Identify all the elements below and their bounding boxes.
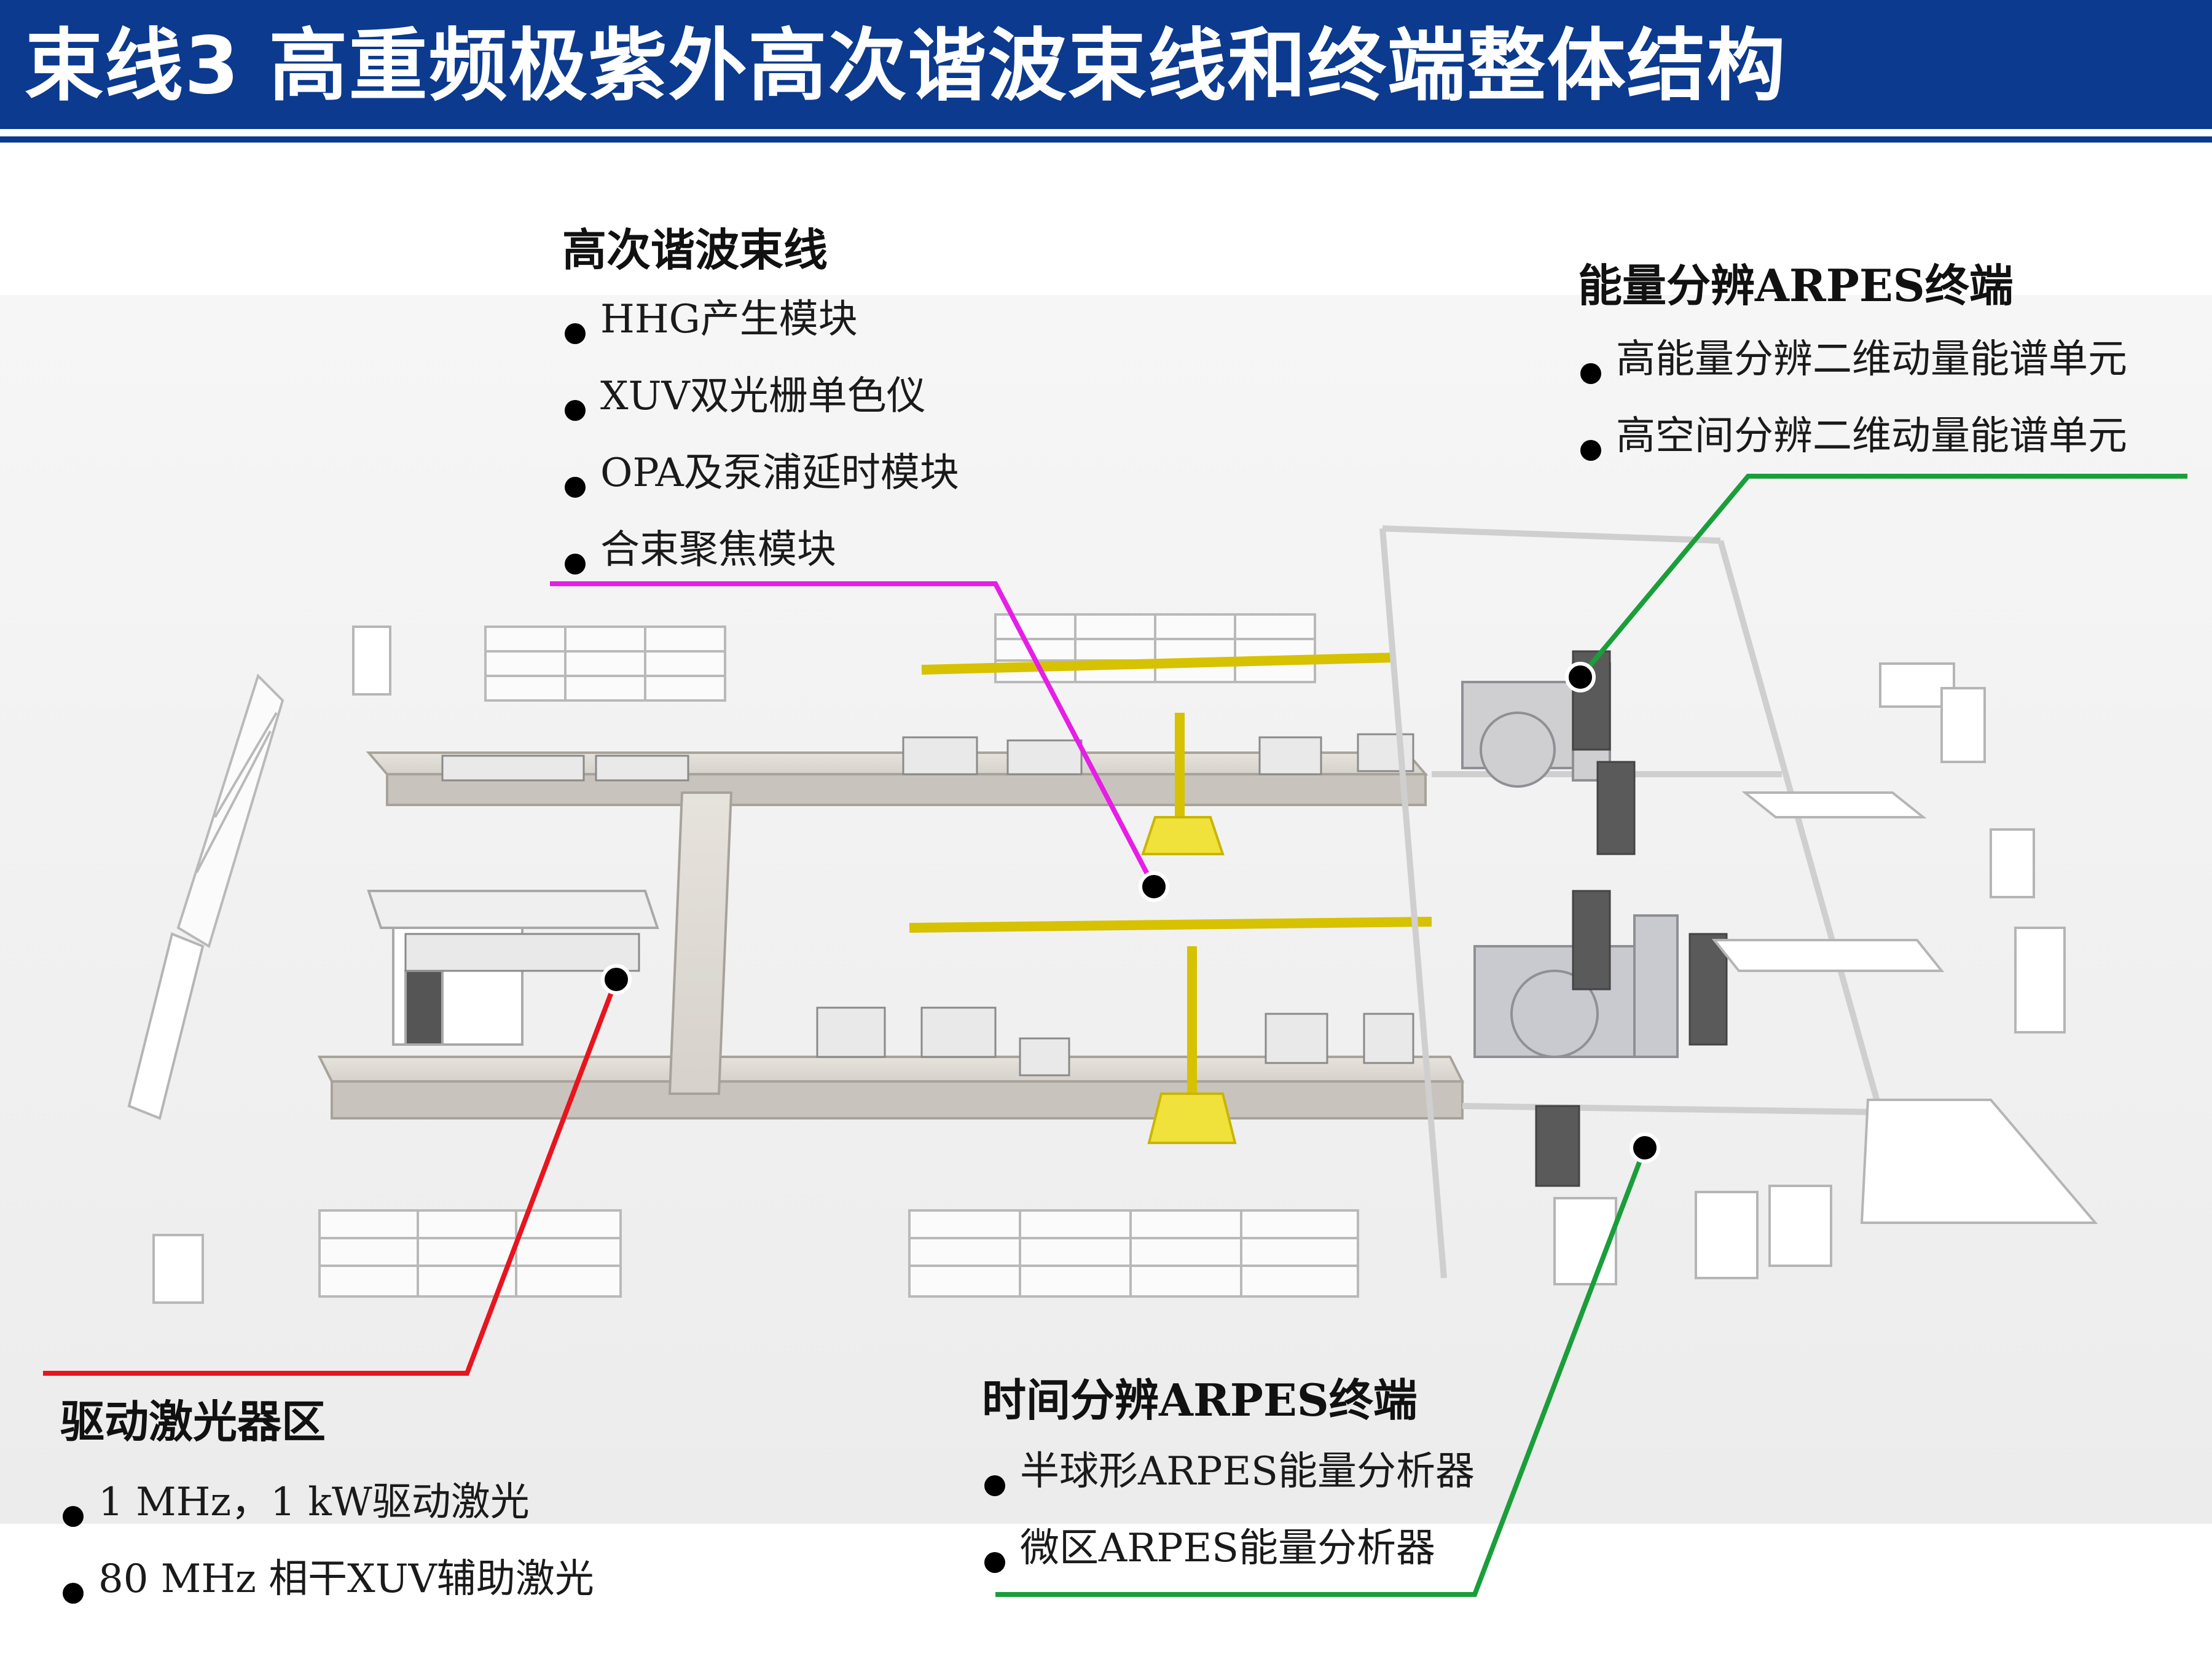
crane-lower bbox=[909, 917, 1432, 1100]
energy-arpes-title: 能量分辨ARPES终端 bbox=[1578, 259, 2014, 312]
lab-floor bbox=[0, 295, 2212, 1524]
laser-leader-line bbox=[43, 978, 619, 1376]
lower-beamline-modules bbox=[404, 933, 1414, 1077]
hhg-beamline-list: HHG产生模块 XUV双光栅单色仪 OPA及泵浦延时模块 合束聚焦模块 bbox=[562, 295, 959, 602]
shelf-unit-top-left bbox=[484, 626, 726, 702]
time-arpes-leader-line bbox=[995, 1147, 1647, 1597]
energy-arpes-item-2: 高空间分辨二维动量能谱单元 bbox=[1578, 412, 2127, 488]
crane-upper-base bbox=[1141, 816, 1225, 855]
hhg-item-1: HHG产生模块 bbox=[562, 295, 959, 372]
shelf-unit-left bbox=[176, 673, 284, 949]
time-arpes-leader-dot bbox=[1630, 1132, 1660, 1163]
cabinet-top-left bbox=[352, 626, 391, 696]
hhg-beamline-title: 高次谐波束线 bbox=[562, 224, 828, 276]
crane-lower-base bbox=[1147, 1092, 1237, 1144]
time-arpes-item-2: 微区ARPES能量分析器 bbox=[982, 1524, 1475, 1601]
desk-row-left bbox=[127, 932, 205, 1120]
laser-leader-dot bbox=[601, 964, 632, 995]
time-arpes-item-1: 半球形ARPES能量分析器 bbox=[982, 1447, 1475, 1524]
cabinets-bottom-right bbox=[1553, 1099, 2098, 1285]
shelf-unit-bottom-left bbox=[318, 1209, 622, 1298]
rack-cabinets bbox=[1535, 650, 1728, 1187]
hhg-leader-line bbox=[550, 581, 1156, 888]
page-title: 束线3 高重频极紫外高次谐波束线和终端整体结构 bbox=[25, 20, 1787, 112]
hhg-item-3: OPA及泵浦延时模块 bbox=[562, 449, 959, 525]
energy-arpes-leader-dot bbox=[1565, 662, 1596, 692]
time-arpes-list: 半球形ARPES能量分析器 微区ARPES能量分析器 bbox=[982, 1447, 1475, 1601]
cabinet-bottom-left bbox=[152, 1234, 204, 1304]
crane-upper bbox=[921, 653, 1395, 823]
header-bar bbox=[0, 0, 2212, 129]
workstations-right bbox=[1711, 662, 2066, 1033]
upper-beamline-modules bbox=[441, 733, 1414, 782]
header-rule bbox=[0, 136, 2212, 143]
arpes-chamber-lower bbox=[1473, 914, 1679, 1058]
shelf-unit-bottom-center bbox=[908, 1209, 1359, 1298]
energy-arpes-leader-line bbox=[1578, 474, 2187, 679]
connecting-bench bbox=[668, 791, 733, 1095]
lower-optical-bench bbox=[317, 1056, 1465, 1120]
laser-zone-list: 1 MHz，1 kW驱动激光 80 MHz 相干XUV辅助激光 bbox=[60, 1478, 594, 1631]
hhg-leader-dot bbox=[1139, 871, 1169, 902]
laser-item-2: 80 MHz 相干XUV辅助激光 bbox=[60, 1555, 594, 1631]
hhg-item-2: XUV双光栅单色仪 bbox=[562, 372, 959, 449]
hhg-item-4: 合束聚焦模块 bbox=[562, 525, 959, 602]
time-arpes-title: 时间分辨ARPES终端 bbox=[982, 1374, 1418, 1426]
shelf-unit-top-center bbox=[994, 613, 1316, 683]
laser-zone-title: 驱动激光器区 bbox=[60, 1395, 326, 1448]
energy-arpes-list: 高能量分辨二维动量能谱单元 高空间分辨二维动量能谱单元 bbox=[1578, 335, 2127, 488]
laser-item-1: 1 MHz，1 kW驱动激光 bbox=[60, 1478, 594, 1555]
endstation-frame bbox=[1379, 525, 1883, 1279]
energy-arpes-item-1: 高能量分辨二维动量能谱单元 bbox=[1578, 335, 2127, 412]
